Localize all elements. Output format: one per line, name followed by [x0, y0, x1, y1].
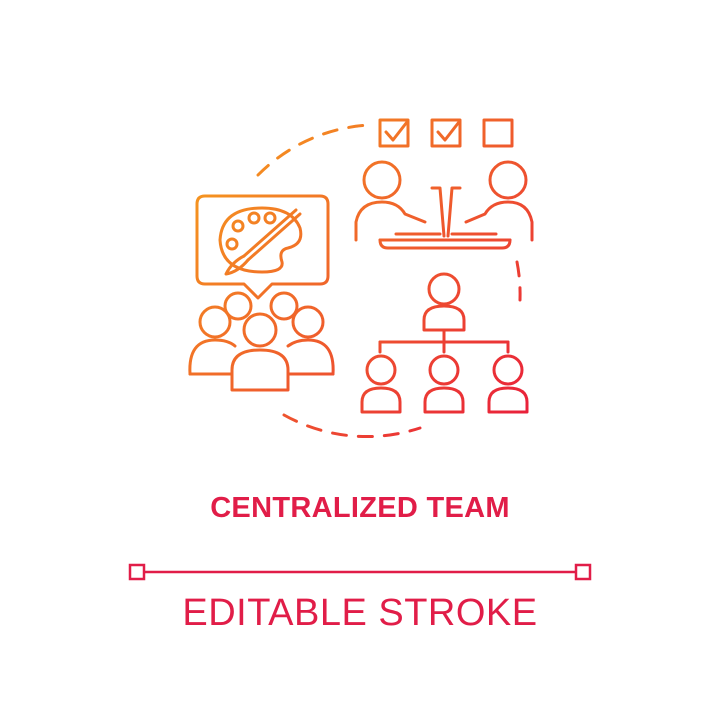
org-chart-icon — [360, 272, 529, 414]
checkbox-checked-icon — [430, 118, 462, 148]
meeting-people-icon — [354, 160, 534, 250]
illustration-title: CENTRALIZED TEAM — [210, 492, 510, 524]
editable-stroke-label: EDITABLE STROKE — [182, 592, 538, 634]
checkbox-empty-icon — [482, 118, 514, 148]
art-palette-bubble-icon — [195, 194, 330, 300]
stroke-handle-left — [128, 563, 146, 581]
checkbox-checked-icon — [378, 118, 410, 148]
audience-group-icon — [188, 291, 335, 392]
stroke-handle-right — [574, 563, 592, 581]
dashed-arc — [256, 123, 372, 177]
dashed-arc-right — [515, 260, 522, 302]
dashed-arc-bottom — [282, 413, 422, 439]
editable-stroke-line — [128, 563, 592, 581]
